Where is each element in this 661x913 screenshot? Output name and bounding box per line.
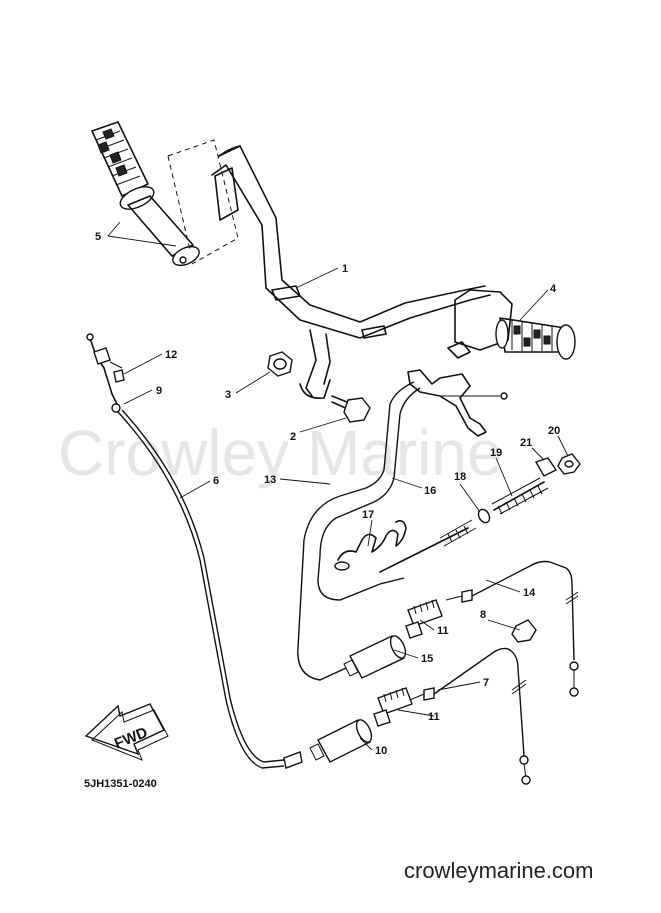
- throttle-grip-left: [91, 121, 239, 267]
- callout-19: 19: [490, 447, 502, 459]
- callout-11-lower: 11: [428, 711, 440, 723]
- callout-10: 10: [375, 745, 387, 757]
- callout-20: 20: [548, 425, 560, 437]
- callout-2: 2: [290, 431, 296, 443]
- clamp-11-lower: [373, 687, 413, 727]
- steering-handle: [211, 145, 513, 400]
- forward-direction-arrow: FWD: [84, 703, 169, 761]
- sleeve-10: [309, 719, 373, 763]
- nut-3: [267, 351, 293, 377]
- watermark: Crowley Marine: [58, 417, 503, 489]
- bolt-2: [331, 395, 371, 423]
- callout-8: 8: [480, 609, 486, 621]
- clamp-11-upper: [405, 599, 443, 639]
- callout-labels: 1 2 3 4 5 6 7 8 9 10 11 11 12 13 14 15 1…: [95, 231, 560, 757]
- callout-13: 13: [264, 474, 276, 486]
- callout-17: 17: [362, 509, 374, 521]
- cable-13-16: [297, 381, 421, 681]
- callout-9: 9: [156, 385, 162, 397]
- diagram-code: 5JH1351-0240: [84, 778, 157, 790]
- callout-1: 1: [342, 263, 348, 275]
- shift-lever-bracket: [407, 369, 508, 437]
- callout-15: 15: [421, 653, 433, 665]
- cable-14: [445, 560, 579, 697]
- throttle-cable-6: [86, 333, 303, 769]
- callout-21: 21: [520, 437, 532, 449]
- callout-6: 6: [213, 475, 219, 487]
- website-url: crowleymarine.com: [404, 858, 594, 883]
- leader-lines: [107, 221, 569, 751]
- adjust-rod: [379, 453, 581, 573]
- callout-12: 12: [165, 349, 177, 361]
- callout-18: 18: [454, 471, 466, 483]
- callout-4: 4: [550, 283, 557, 295]
- nut-8: [511, 619, 537, 643]
- callout-11-upper: 11: [437, 625, 449, 637]
- callout-14: 14: [523, 587, 536, 599]
- cable-7: [409, 647, 531, 785]
- callout-7: 7: [483, 677, 489, 689]
- sleeve-15: [343, 635, 407, 679]
- callout-5: 5: [95, 231, 101, 243]
- spring-clip-17: [334, 520, 407, 571]
- grip-right: [495, 317, 576, 360]
- callout-3: 3: [225, 389, 231, 401]
- callout-16: 16: [424, 485, 436, 497]
